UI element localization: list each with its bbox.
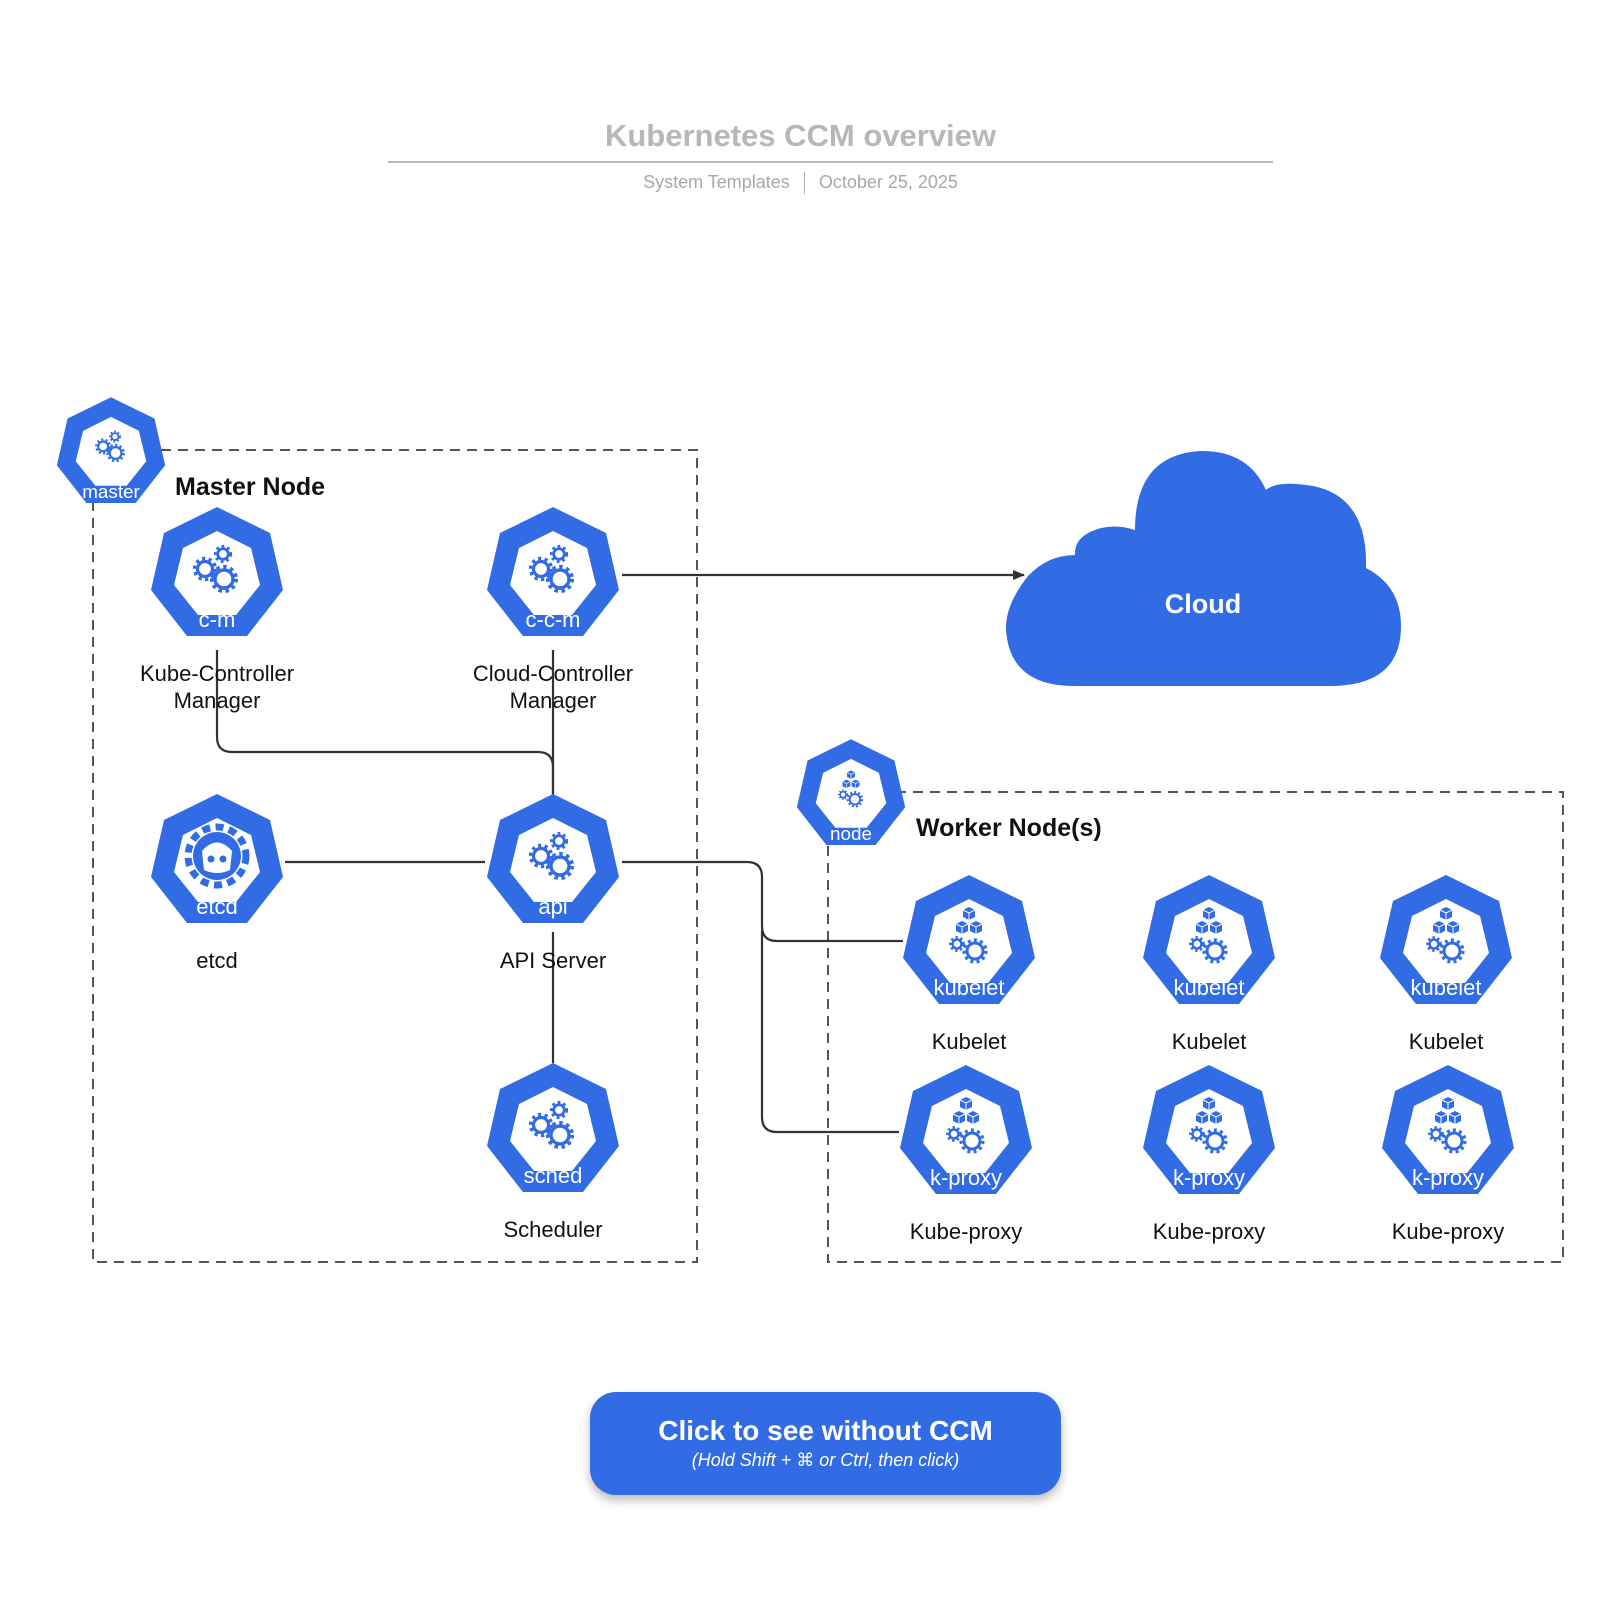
node-sched-label: Scheduler — [503, 1217, 602, 1242]
node-kubelet2-badge: kubelet — [1174, 975, 1245, 1000]
node-kubelet1-label: Kubelet — [932, 1029, 1007, 1054]
node-kproxy1-badge: k-proxy — [930, 1165, 1002, 1190]
node-kubelet3-badge: kubelet — [1411, 975, 1482, 1000]
master-node-group: Master Node — [92, 449, 698, 1263]
node-cm-label: Kube-Controller — [140, 661, 294, 686]
date-label: October 25, 2025 — [818, 172, 958, 192]
title-divider — [388, 161, 1273, 163]
page-title: Kubernetes CCM overview — [604, 118, 997, 153]
connector-api-kproxy — [760, 930, 899, 1134]
connectors — [215, 570, 1025, 1134]
node-kproxy2-label: Kube-proxy — [1153, 1219, 1266, 1244]
node-ccm-label: Cloud-Controller — [473, 661, 633, 686]
connector-api-kubelet — [622, 860, 903, 943]
toggle-ccm-button-hint: (Hold Shift + ⌘ or Ctrl, then click) — [691, 1450, 960, 1470]
node-etcd-badge: etcd — [196, 894, 238, 919]
node-kubelet2-label: Kubelet — [1172, 1029, 1247, 1054]
toggle-ccm-button[interactable]: Click to see without CCM (Hold Shift + ⌘… — [590, 1392, 1061, 1495]
node-cm-badge: c-m — [199, 607, 236, 632]
node-kproxy2-badge: k-proxy — [1173, 1165, 1245, 1190]
worker-group-icon-label: node — [830, 823, 872, 844]
meta-divider — [803, 172, 805, 195]
title-meta: System Templates October 25, 2025 — [0, 172, 1601, 195]
worker-group-title: Worker Node(s) — [916, 814, 1102, 842]
author-label: System Templates — [643, 172, 790, 192]
node-api-badge: api — [538, 894, 567, 919]
node-etcd: etcd etcd — [151, 794, 283, 973]
worker-group-icon: node — [796, 739, 906, 846]
node-kubelet1-badge: kubelet — [934, 975, 1005, 1000]
node-cm-label: Manager — [174, 688, 261, 713]
cloud-label: Cloud — [1165, 589, 1241, 619]
master-group-title: Master Node — [175, 473, 325, 501]
node-kproxy3-badge: k-proxy — [1412, 1165, 1484, 1190]
node-kproxy3-label: Kube-proxy — [1392, 1219, 1505, 1244]
worker-node-group: Worker Node(s) — [827, 791, 1564, 1263]
node-kproxy1-label: Kube-proxy — [910, 1219, 1023, 1244]
master-group-icon-label: master — [82, 481, 140, 502]
node-ccm-label: Manager — [510, 688, 597, 713]
toggle-ccm-button-label: Click to see without CCM — [658, 1415, 993, 1446]
master-group-icon: master — [56, 397, 166, 504]
node-etcd-label: etcd — [196, 948, 238, 973]
node-ccm-badge: c-c-m — [526, 607, 581, 632]
node-sched-badge: sched — [524, 1163, 583, 1188]
node-api-label: API Server — [500, 948, 606, 973]
node-kubelet3-label: Kubelet — [1409, 1029, 1484, 1054]
cloud-shape: Cloud — [1005, 450, 1401, 686]
